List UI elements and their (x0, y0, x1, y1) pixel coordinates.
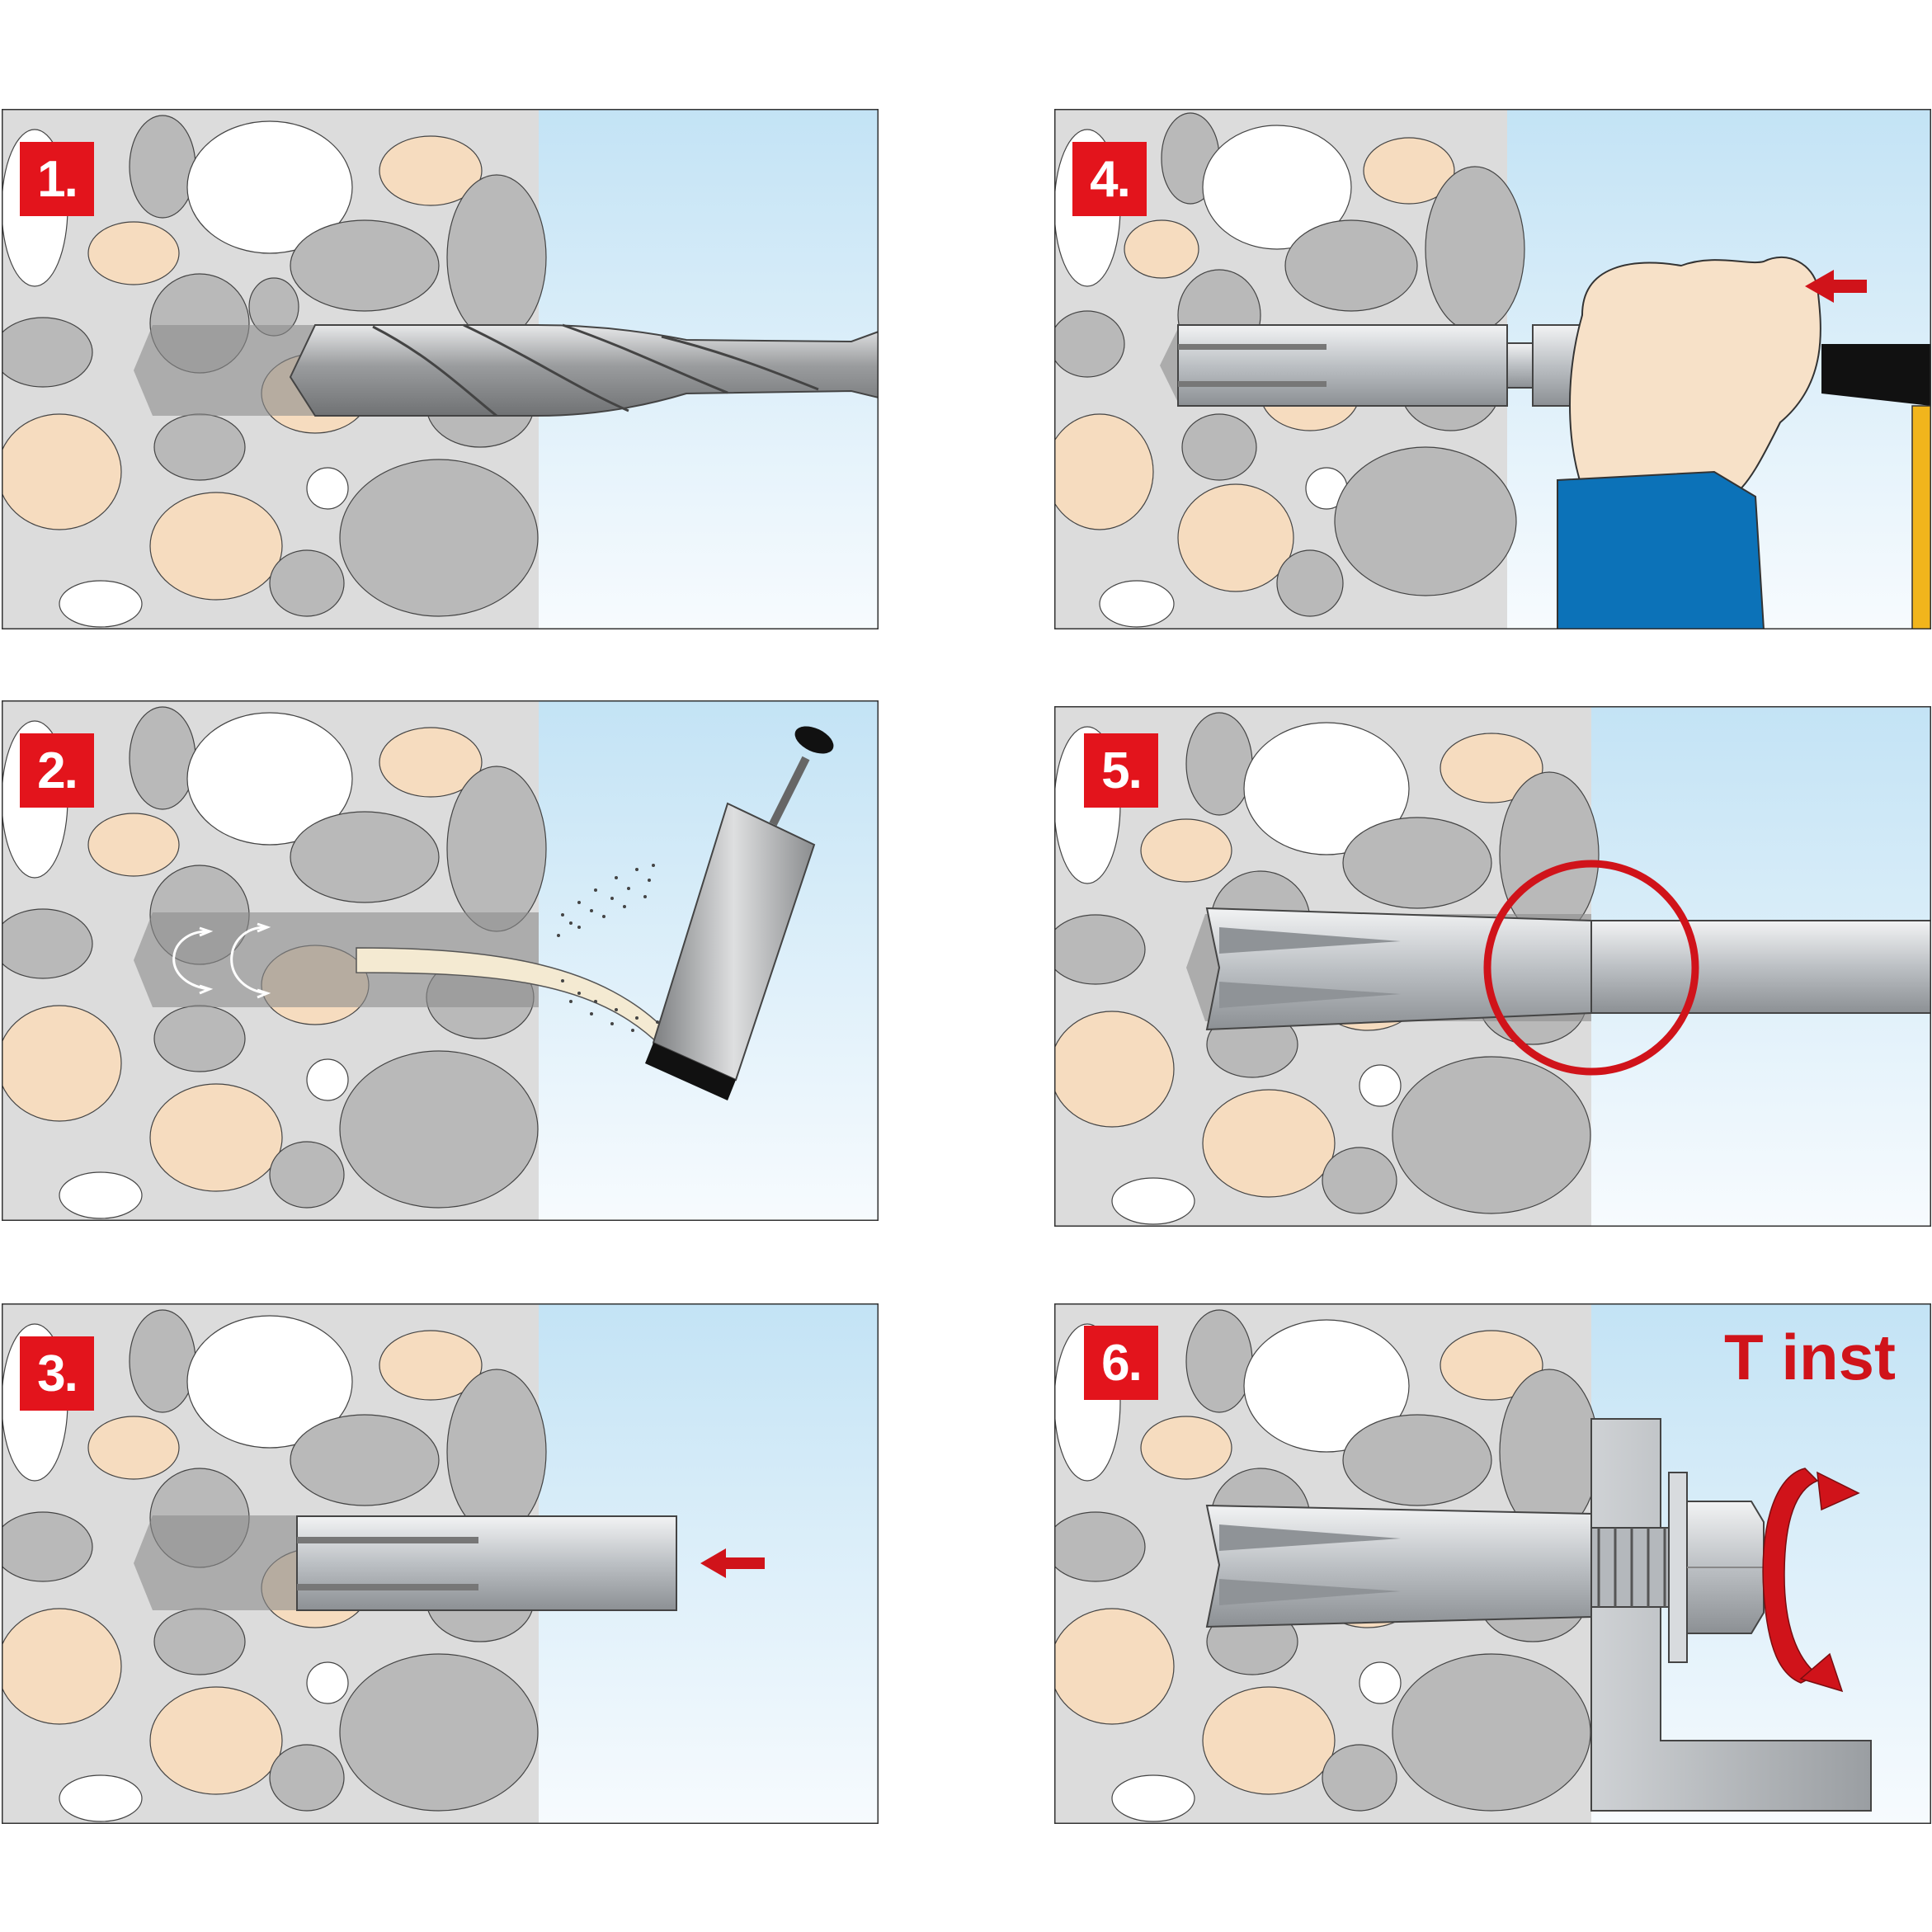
drill-bit-icon (289, 323, 879, 417)
check-circle-icon (1483, 860, 1699, 1076)
rotation-arrow-icon (1762, 1468, 1860, 1693)
step-5-panel: 5. (1054, 706, 1931, 1227)
step-number-badge: 3. (20, 1336, 94, 1411)
left-arrow-icon (700, 1548, 765, 1578)
hammer-icon (1821, 344, 1931, 629)
hand-icon (1557, 256, 1821, 629)
step-2-panel: 2. (2, 700, 879, 1221)
torque-label: T inst (1724, 1321, 1896, 1393)
anchor-bolt (1205, 1472, 1691, 1663)
step-number-badge: 5. (1084, 733, 1158, 808)
step-4-panel: 4. (1054, 109, 1931, 629)
step-3-panel: 3. (2, 1303, 879, 1824)
nut-icon (1686, 1501, 1765, 1634)
airflow-arrows (172, 922, 271, 999)
step-1-panel: 1. (2, 109, 879, 629)
step-number-badge: 2. (20, 733, 94, 808)
expanded-anchor (1205, 907, 1931, 1031)
step-number-badge: 4. (1072, 142, 1147, 216)
bracket (1590, 1418, 1872, 1812)
left-arrow-icon (1805, 270, 1867, 303)
step-number-badge: 1. (20, 142, 94, 216)
anchor-sleeve (296, 1515, 677, 1611)
dust-cloud (557, 864, 659, 1032)
step-6-panel: 6. T inst (1054, 1303, 1931, 1824)
blow-pump-icon (645, 726, 834, 1100)
step-number-badge: 6. (1084, 1326, 1158, 1400)
